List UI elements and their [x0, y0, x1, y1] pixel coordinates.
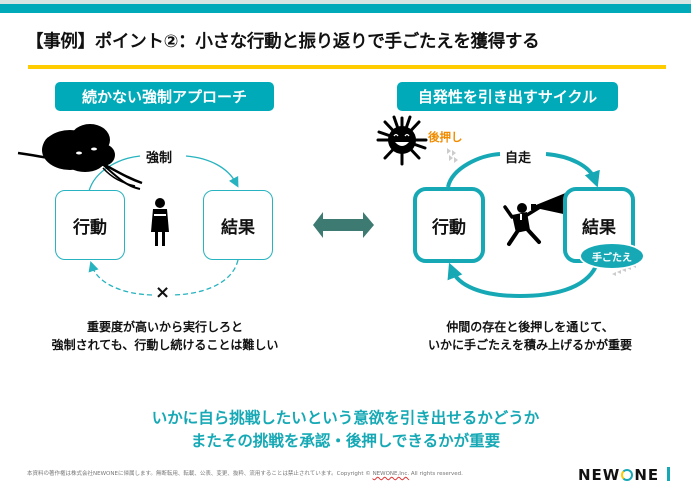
left-caption-line-1: 重要度が高いから実行しろと: [86, 320, 243, 334]
left-caption: 重要度が高いから実行しろと 強制されても、行動し続けることは難しい: [40, 318, 290, 354]
right-top-arrow: [446, 152, 600, 188]
left-action-label: 行動: [73, 217, 107, 238]
conclusion-line-2: またその挑戦を承認・後押しできるかが重要: [190, 432, 501, 450]
right-selfdriven-label: 自走: [502, 147, 535, 166]
double-arrow-icon: [313, 212, 374, 238]
right-action-box: 行動: [413, 187, 485, 263]
page-title: 【事例】ポイント②：小さな行動と振り返りで手ごたえを獲得する: [26, 32, 540, 52]
right-caption-line-1: 仲間の存在と後押しを通じて、: [446, 320, 614, 334]
logo-bar: [667, 467, 670, 481]
copyright-prefix: 本資料の著作権は株式会社NEWONEに帰属します。無断転用、転載、公表、変更、抜…: [27, 471, 371, 477]
left-action-box: 行動: [55, 190, 125, 260]
logo-o-icon: [621, 469, 634, 481]
left-result-label: 結果: [221, 217, 255, 238]
logo-text-post: NE: [634, 466, 660, 484]
right-bottom-arrow: [447, 262, 598, 299]
left-panel-heading: 続かない強制アプローチ: [55, 82, 274, 111]
newone-logo: NEW NE: [578, 466, 659, 484]
conclusion-line-1: いかに自ら挑戦したいという意欲を引き出せるかどうか: [151, 409, 540, 427]
copyright-company: NEWONE,Inc.: [372, 471, 410, 477]
right-caption: 仲間の存在と後押しを通じて、 いかに手ごたえを積み上げるかが重要: [400, 318, 660, 354]
title-underline: [28, 65, 666, 69]
result-badge: 手ごたえ: [579, 242, 645, 270]
jumping-person-icon: [503, 203, 542, 246]
megaphone-icon: [531, 192, 568, 215]
copyright-rights: All rights reserved.: [410, 471, 463, 477]
right-caption-line-2: いかに手ごたえを積み上げるかが重要: [427, 338, 632, 352]
left-force-label: 強制: [143, 147, 176, 166]
right-panel-heading: 自発性を引き出すサイクル: [397, 82, 618, 111]
left-bottom-dashed-arrow: [88, 259, 239, 296]
copyright-notice: 本資料の著作権は株式会社NEWONEに帰属します。無断転用、転載、公表、変更、抜…: [27, 469, 463, 477]
left-caption-line-2: 強制されても、行動し続けることは難しい: [51, 338, 279, 352]
logo-text-pre: NEW: [578, 466, 621, 484]
conclusion: いかに自ら挑戦したいという意欲を引き出せるかどうか またその挑戦を承認・後押しで…: [0, 407, 691, 453]
left-result-box: 結果: [203, 190, 273, 260]
smiling-sun-icon: [376, 115, 428, 166]
push-label: 後押し: [428, 130, 463, 144]
top-accent-bar: [0, 4, 691, 13]
standing-person-icon: [151, 198, 169, 246]
broken-cycle-mark: ×: [153, 282, 173, 303]
storm-cloud-icon: [17, 124, 143, 190]
right-action-label: 行動: [432, 217, 466, 238]
top-strip: [0, 0, 691, 4]
right-result-label: 結果: [582, 217, 616, 238]
